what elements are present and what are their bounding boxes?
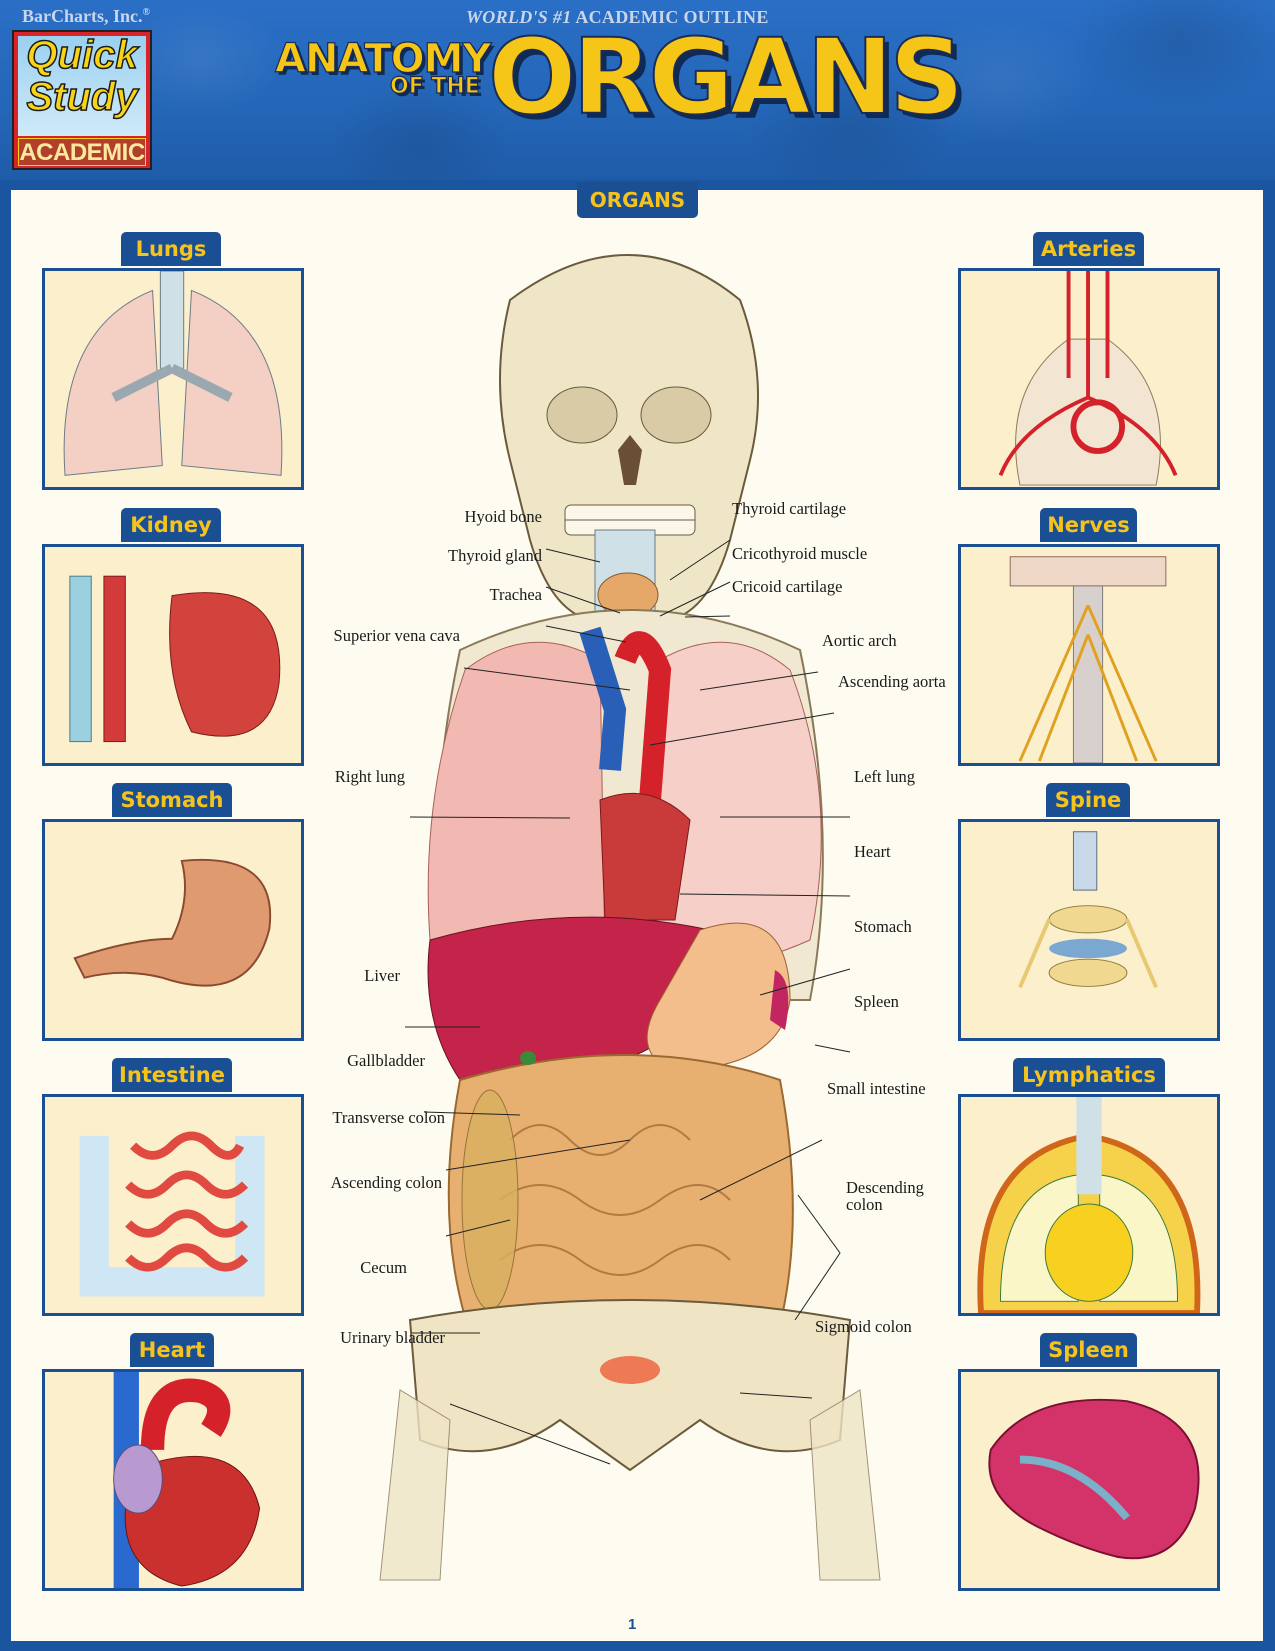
lymphatics-icon [977,1097,1201,1313]
nerves-icon [1009,556,1167,763]
label-cricoid-cartilage: Cricoid cartilage [732,577,843,596]
logo-wordmark: Quick Study [26,33,139,119]
label-superior-vena-cava: Superior vena cava [333,626,460,645]
label-cricothyroid-muscle: Cricothyroid muscle [732,544,868,563]
header-banner: BarCharts, Inc.® WORLD'S #1 ACADEMIC OUT… [0,0,1275,180]
section-tab-organs: ORGANS [577,182,698,218]
logo-academic-band: ACADEMIC [18,138,146,166]
label-transverse-colon: Transverse colon [332,1108,445,1127]
label-descending-colon-line1: Descending [846,1178,924,1197]
label-liver: Liver [364,966,400,985]
heart-icon [113,1372,261,1588]
stomach-icon [73,858,272,987]
page-number: 1 [628,1616,637,1633]
intestine-icon [79,1131,265,1297]
label-urinary-bladder: Urinary bladder [340,1328,445,1347]
card-stomach [42,819,304,1041]
title-organs: ORGANS [487,16,965,138]
label-thyroid-gland: Thyroid gland [448,546,542,565]
arteries-icon [998,271,1178,486]
label-descending-colon-line2: colon [846,1195,883,1214]
card-lungs [42,268,304,490]
label-ascending-aorta: Ascending aorta [838,672,946,691]
lungs-icon [63,271,283,476]
card-arteries [958,268,1220,490]
card-spleen [958,1369,1220,1591]
card-tab-kidney: Kidney [121,508,221,542]
label-gallbladder: Gallbladder [347,1051,425,1070]
card-nerves [958,544,1220,766]
spleen-icon [988,1398,1200,1560]
logo-sky [18,36,146,136]
title-of-the: OF THE [389,73,480,99]
quick-study-logo: Quick Study ACADEMIC [12,30,152,170]
card-tab-intestine: Intestine [112,1058,232,1092]
label-stomach: Stomach [854,917,912,936]
card-tab-nerves: Nerves [1040,508,1137,542]
label-aortic-arch: Aortic arch [822,631,897,650]
label-heart: Heart [854,842,891,861]
label-small-intestine: Small intestine [827,1079,926,1098]
label-spleen: Spleen [854,992,899,1011]
torso-anatomy-illustration [379,254,881,1581]
card-tab-stomach: Stomach [112,783,232,817]
label-hyoid-bone: Hyoid bone [464,507,542,526]
card-tab-spleen: Spleen [1040,1333,1137,1367]
label-cecum: Cecum [360,1258,407,1277]
label-right-lung: Right lung [334,767,405,786]
card-lymphatics [958,1094,1220,1316]
spine-icon [1018,831,1158,989]
label-trachea: Trachea [489,585,542,604]
skull-icon [499,254,759,621]
card-tab-arteries: Arteries [1033,232,1144,266]
card-intestine [42,1094,304,1316]
card-kidney [42,544,304,766]
label-thyroid-cartilage: Thyroid cartilage [732,499,847,518]
label-left-lung: Left lung [854,767,915,786]
card-tab-heart: Heart [130,1333,214,1367]
kidney-icon [69,575,281,743]
label-ascending-colon: Ascending colon [330,1173,442,1192]
card-heart [42,1369,304,1591]
tagline: WORLD'S #1 ACADEMIC OUTLINE [466,7,769,27]
card-tab-lymphatics: Lymphatics [1013,1058,1165,1092]
title-anatomy: ANATOMY [274,35,492,82]
label-sigmoid-colon: Sigmoid colon [815,1317,912,1336]
card-tab-lungs: Lungs [121,232,221,266]
publisher-name: BarCharts, Inc.® [22,6,150,26]
card-spine [958,819,1220,1041]
card-tab-spine: Spine [1046,783,1130,817]
